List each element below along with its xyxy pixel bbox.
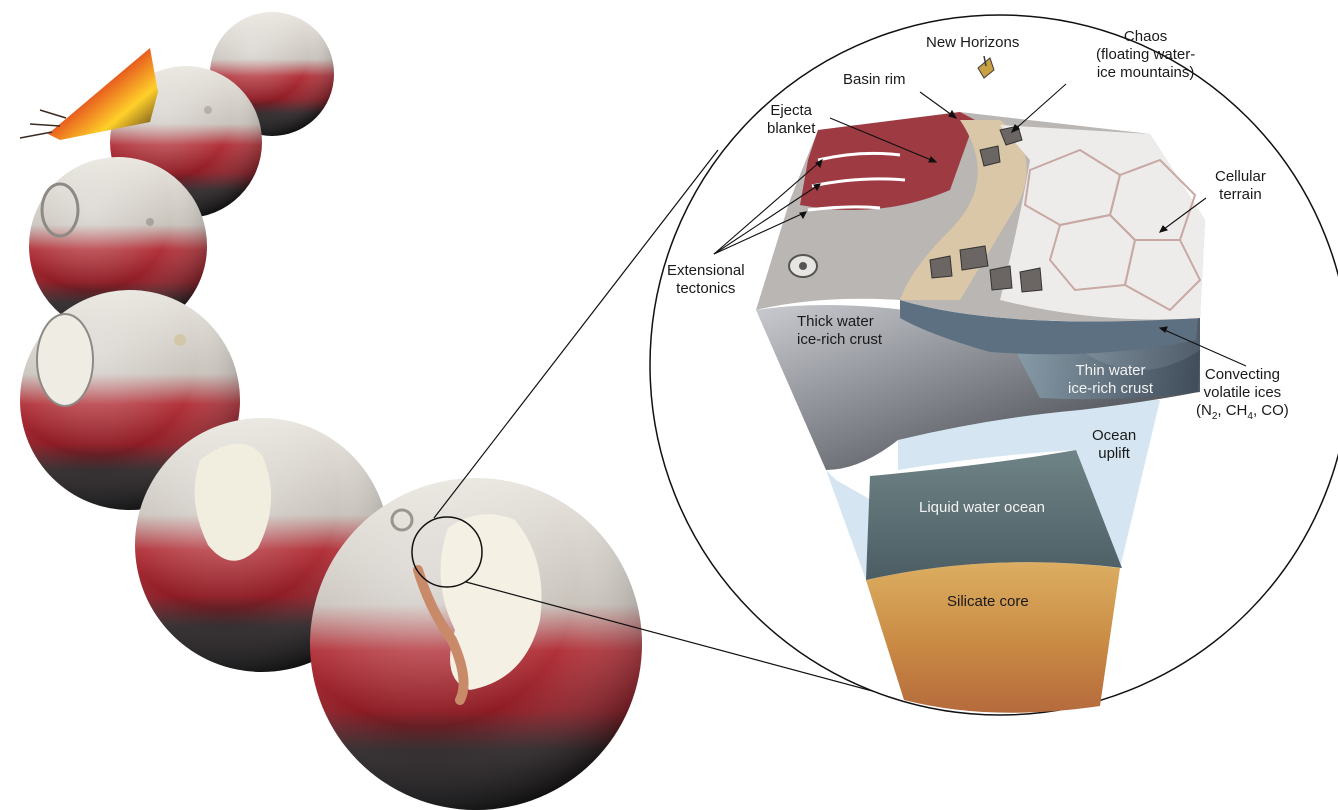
- label-cellular-line1: Cellular: [1215, 168, 1266, 186]
- label-conv-line1: Convecting: [1196, 366, 1289, 384]
- label-convecting-ices: Convecting volatile ices (N2, CH4, CO): [1196, 366, 1289, 426]
- label-uplift-line1: Ocean: [1092, 427, 1136, 445]
- label-cellular-line2: terrain: [1215, 186, 1266, 204]
- label-uplift-line2: uplift: [1092, 445, 1136, 463]
- label-thick-crust: Thick water ice-rich crust: [797, 313, 882, 349]
- label-cellular-terrain: Cellular terrain: [1215, 168, 1266, 204]
- label-thin-line2: ice-rich crust: [1068, 380, 1153, 398]
- label-liquid-water-ocean: Liquid water ocean: [919, 499, 1045, 517]
- silicate-core-layer: [866, 562, 1120, 713]
- label-ejecta-line2: blanket: [767, 120, 815, 138]
- label-conv-line3: (N2, CH4, CO): [1196, 402, 1289, 426]
- label-extensional-tectonics: Extensional tectonics: [667, 262, 745, 298]
- label-new-horizons: New Horizons: [926, 34, 1019, 52]
- label-chaos: Chaos (floating water- ice mountains): [1096, 28, 1195, 82]
- label-conv-line2: volatile ices: [1196, 384, 1289, 402]
- pluto-sphere-6-large: [310, 478, 642, 810]
- label-thick-line2: ice-rich crust: [797, 331, 882, 349]
- label-ocean-uplift: Ocean uplift: [1092, 427, 1136, 463]
- label-chaos-line2: (floating water-: [1096, 46, 1195, 64]
- label-chaos-line1: Chaos: [1096, 28, 1195, 46]
- label-chaos-line3: ice mountains): [1096, 64, 1195, 82]
- label-ejecta-blanket: Ejecta blanket: [767, 102, 815, 138]
- label-thick-line1: Thick water: [797, 313, 882, 331]
- label-silicate-core: Silicate core: [947, 593, 1029, 611]
- label-ext-line2: tectonics: [667, 280, 745, 298]
- label-ejecta-line1: Ejecta: [767, 102, 815, 120]
- label-thin-crust: Thin water ice-rich crust: [1068, 362, 1153, 398]
- label-thin-line1: Thin water: [1068, 362, 1153, 380]
- label-ext-line1: Extensional: [667, 262, 745, 280]
- label-basin-rim: Basin rim: [843, 71, 906, 89]
